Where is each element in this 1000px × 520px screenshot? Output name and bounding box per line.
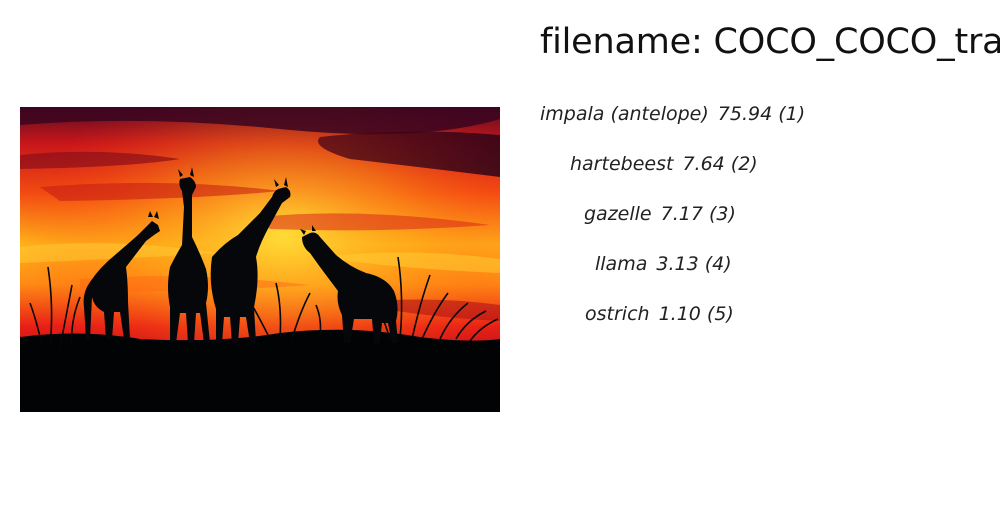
prediction-score: 7.64 (2) [682,153,758,175]
filename-label: filename: [540,22,703,62]
input-image [20,107,500,412]
prediction-label: llama [595,253,648,275]
prediction-label: gazelle [584,203,652,225]
prediction-2: hartebeest 7.64 (2) [570,153,758,175]
prediction-label: hartebeest [570,153,674,175]
prediction-4: llama 3.13 (4) [595,253,732,275]
filename-heading: filename: COCO_COCO_train [540,22,1000,62]
filename-value: COCO_COCO_train [713,22,1000,62]
prediction-5: ostrich 1.10 (5) [585,303,734,325]
prediction-score: 3.13 (4) [656,253,732,275]
prediction-label: ostrich [585,303,650,325]
prediction-score: 75.94 (1) [717,103,806,125]
prediction-label: impala (antelope) [540,103,709,125]
prediction-1: impala (antelope) 75.94 (1) [540,103,805,125]
prediction-3: gazelle 7.17 (3) [584,203,736,225]
prediction-score: 1.10 (5) [658,303,734,325]
sunset-giraffes-image [20,107,500,412]
prediction-score: 7.17 (3) [660,203,736,225]
